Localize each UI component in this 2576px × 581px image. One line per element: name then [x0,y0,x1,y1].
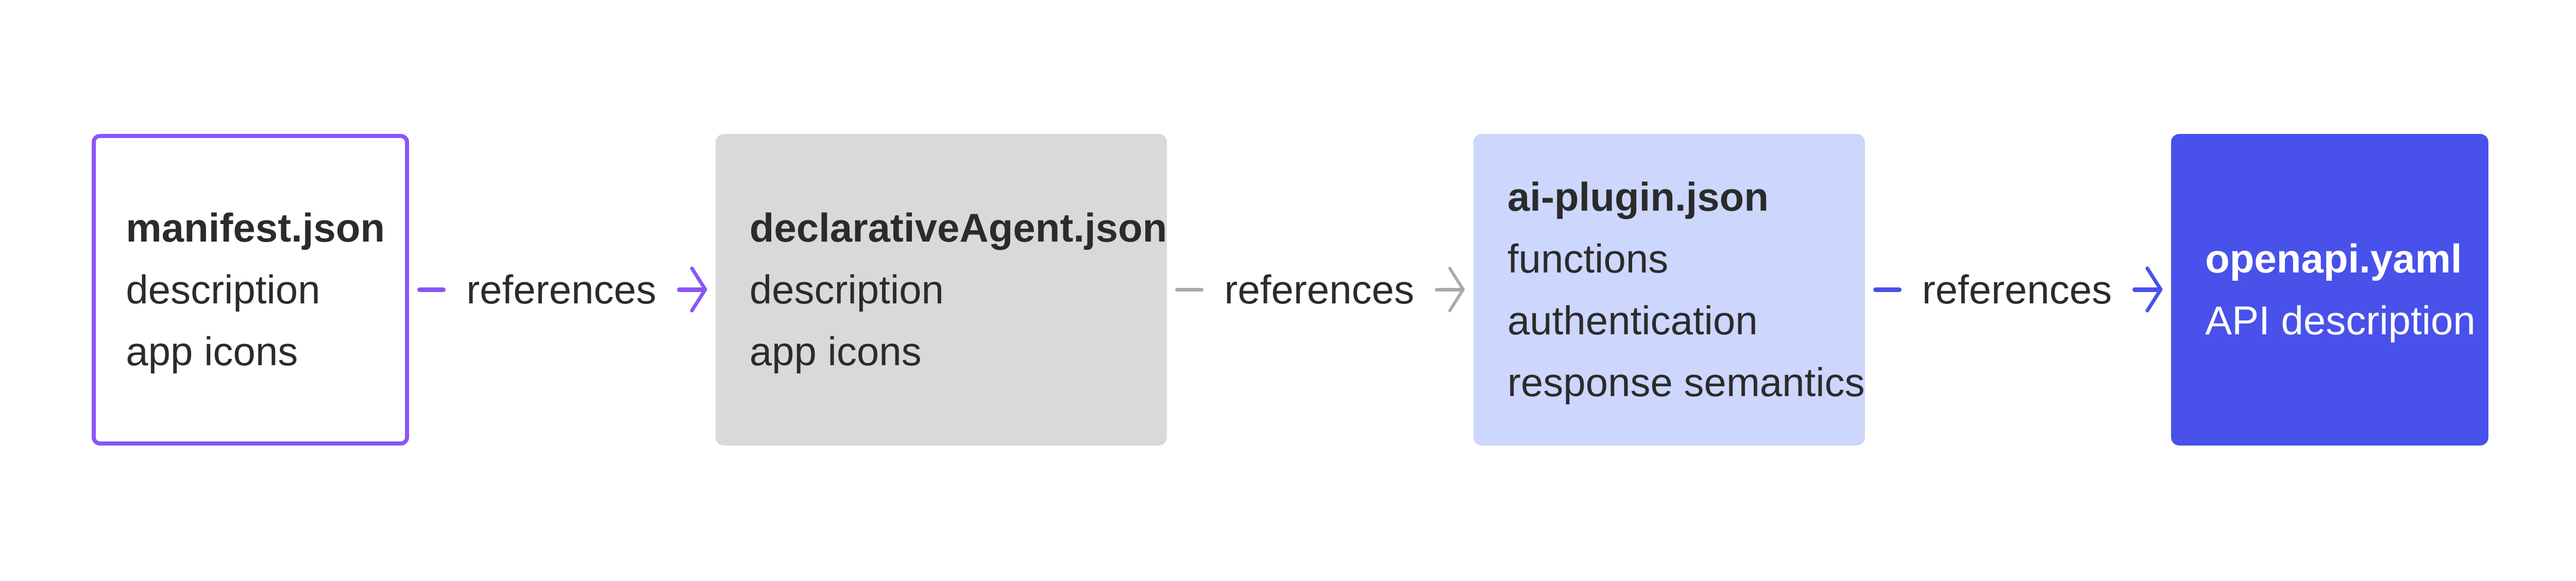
edge-line [1175,287,1204,292]
node-title: openapi.yaml [2205,236,2462,281]
node-declarative-agent-json: declarativeAgent.json description app ic… [715,133,1167,446]
node-title: ai-plugin.json [1507,174,1769,219]
edge-arrow-1: references [409,262,716,317]
node-openapi-yaml: openapi.yaml API description [2171,133,2488,446]
edge-label: references [1224,267,1414,312]
node-manifest-json: manifest.json description app icons [92,133,410,446]
edge-line [1873,287,1902,292]
edge-arrow-2: references [1167,262,1473,317]
edge-line [1434,287,1463,292]
arrowhead-icon [2145,266,2163,313]
node-ai-plugin-json: ai-plugin.json functions authentication … [1473,133,1865,446]
arrowhead-icon [1448,267,1465,312]
node-title: manifest.json [126,205,385,250]
node-line: app icons [126,329,298,374]
edge-line [676,287,705,292]
edge-line [417,287,446,292]
node-line: description [749,267,944,312]
node-line: authentication [1507,298,1758,343]
node-line: app icons [749,329,922,374]
edge-line [2132,287,2161,292]
edge-label: references [466,267,656,312]
node-line: description [126,267,320,312]
node-title: declarativeAgent.json [749,205,1167,250]
node-line: response semantics [1507,360,1865,405]
edge-label: references [1922,267,2112,312]
edge-arrow-3: references [1865,262,2172,317]
node-line: API description [2205,298,2476,343]
arrowhead-icon [690,266,707,313]
node-line: functions [1507,236,1669,281]
